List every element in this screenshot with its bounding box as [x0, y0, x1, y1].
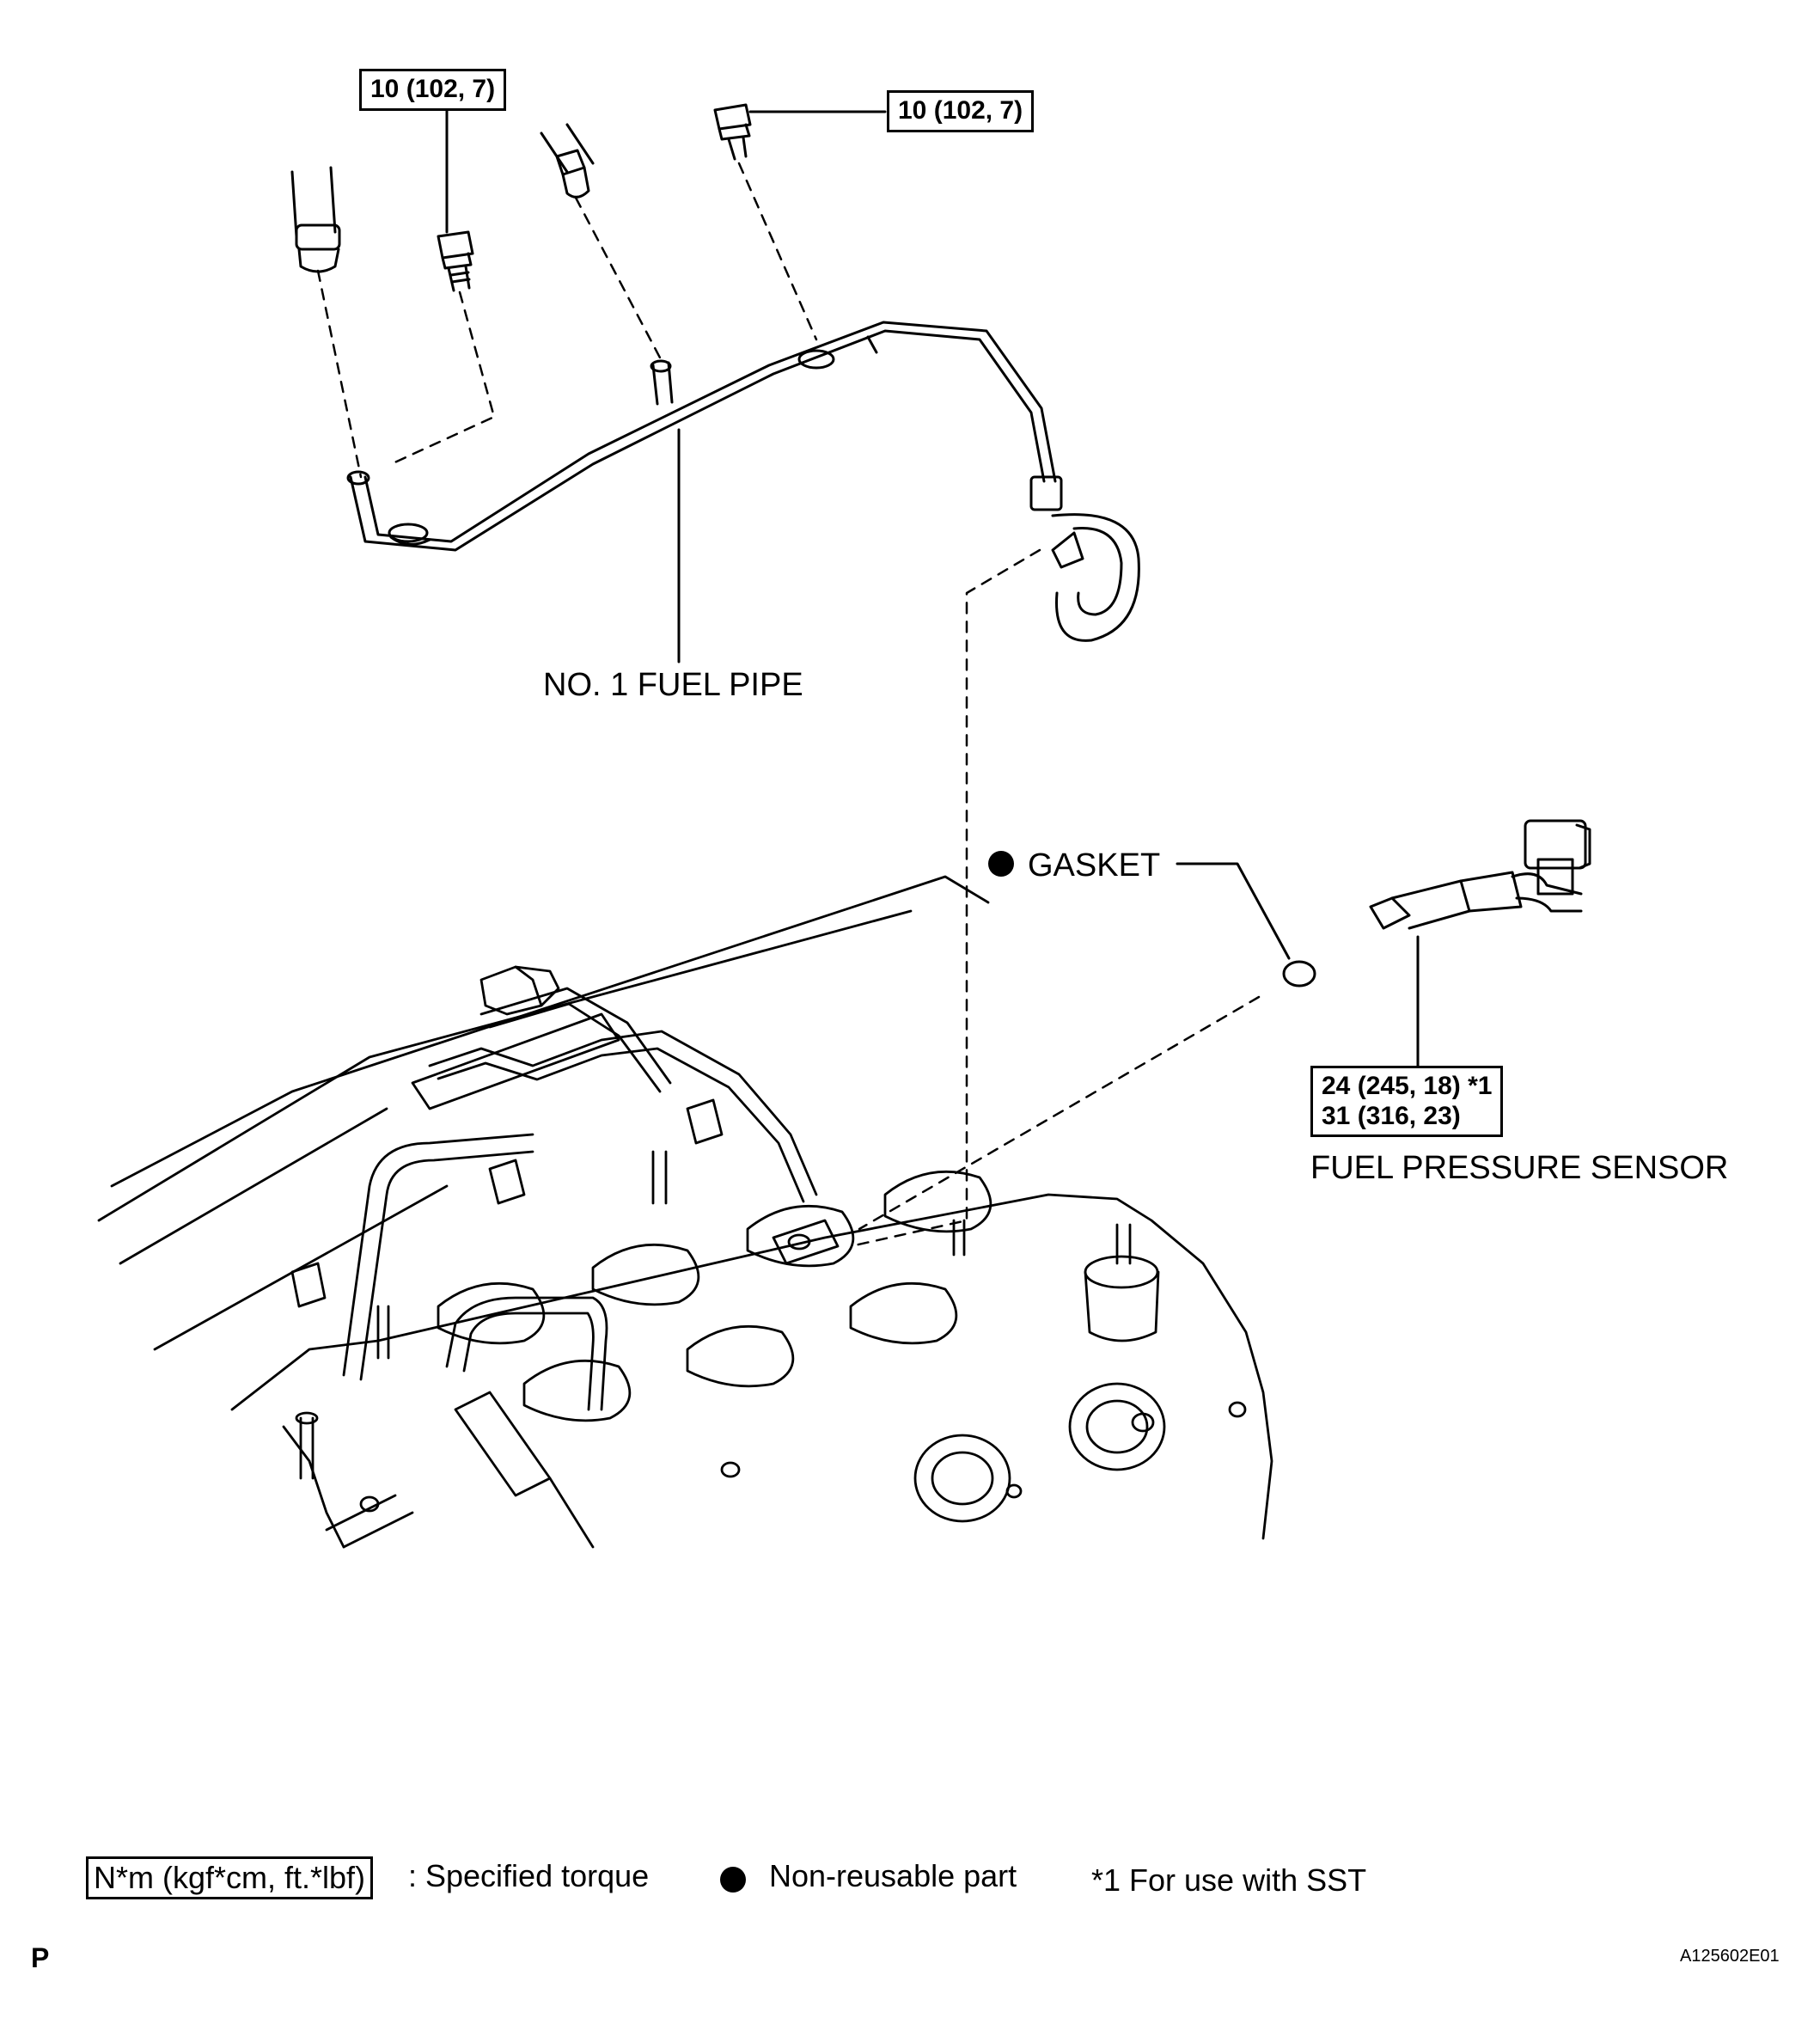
- fuel-hose-middle: [540, 123, 595, 199]
- corner-label-p: P: [31, 1942, 50, 1973]
- legend-torque-unit: N*m (kgf*cm, ft.*lbf): [86, 1856, 374, 1899]
- gasket-ring: [1282, 960, 1316, 988]
- dashed-guide-bolt-right: [737, 162, 818, 341]
- non-reusable-marker-gasket: [988, 851, 1014, 877]
- torque-spec-bolt-left: 10 (102, 7): [359, 69, 507, 111]
- legend-sst-note: *1 For use with SST: [1091, 1862, 1367, 1898]
- fuel-hose-left: [290, 166, 341, 273]
- dashed-guide-gasket: [858, 995, 1261, 1231]
- dashed-guide-pipe-to-engine: [849, 548, 1041, 1248]
- legend-torque-description: : Specified torque: [408, 1858, 650, 1893]
- label-gasket: GASKET: [1028, 847, 1161, 884]
- figure-id: A125602E01: [1680, 1947, 1780, 1966]
- dashed-guide-bolt-left: [389, 290, 496, 466]
- dashed-guide-hose-left: [316, 269, 363, 479]
- label-no1-fuel-pipe: NO. 1 FUEL PIPE: [543, 667, 803, 703]
- torque-spec-bolt-right: 10 (102, 7): [887, 90, 1035, 132]
- bolt-left: [437, 230, 474, 292]
- label-fuel-pressure-sensor: FUEL PRESSURE SENSOR: [1310, 1150, 1729, 1186]
- dashed-guide-hose-middle: [574, 196, 663, 363]
- no1-fuel-pipe: [346, 321, 1140, 642]
- torque-spec-sensor-line1: 24 (245, 18) *1: [1322, 1072, 1493, 1100]
- torque-spec-sensor-line2: 31 (316, 23): [1322, 1101, 1461, 1130]
- fuel-pressure-sensor-part: [1369, 819, 1591, 930]
- legend-non-reusable-text: Non-reusable part: [769, 1858, 1017, 1893]
- engine-block: [97, 875, 1273, 1549]
- bolt-right: [713, 103, 752, 161]
- legend-non-reusable-dot: [720, 1867, 746, 1893]
- torque-spec-sensor: 24 (245, 18) *1 31 (316, 23): [1310, 1066, 1504, 1137]
- leader-line-gasket: [1176, 862, 1291, 960]
